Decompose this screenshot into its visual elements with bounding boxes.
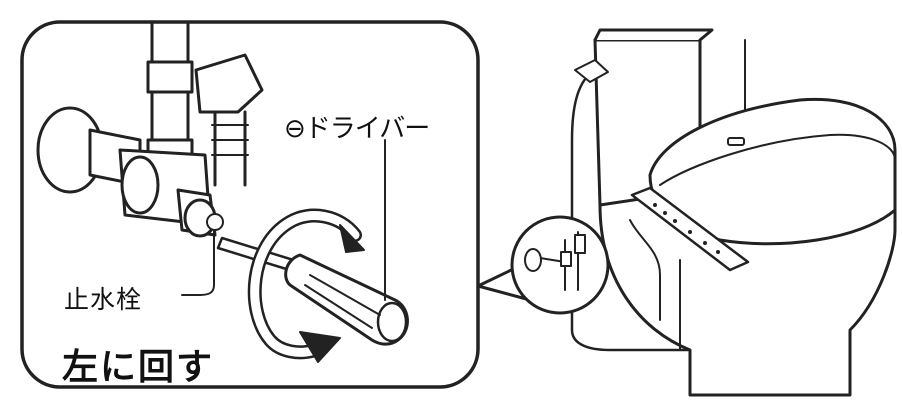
toilet-illustration: [572, 30, 895, 395]
instruction-label: 左に回す: [62, 338, 214, 390]
stopcock-label: 止水栓: [64, 280, 142, 316]
screwdriver-label: ⊖ドライバー: [284, 108, 429, 145]
magnifier-circle: [512, 217, 608, 313]
